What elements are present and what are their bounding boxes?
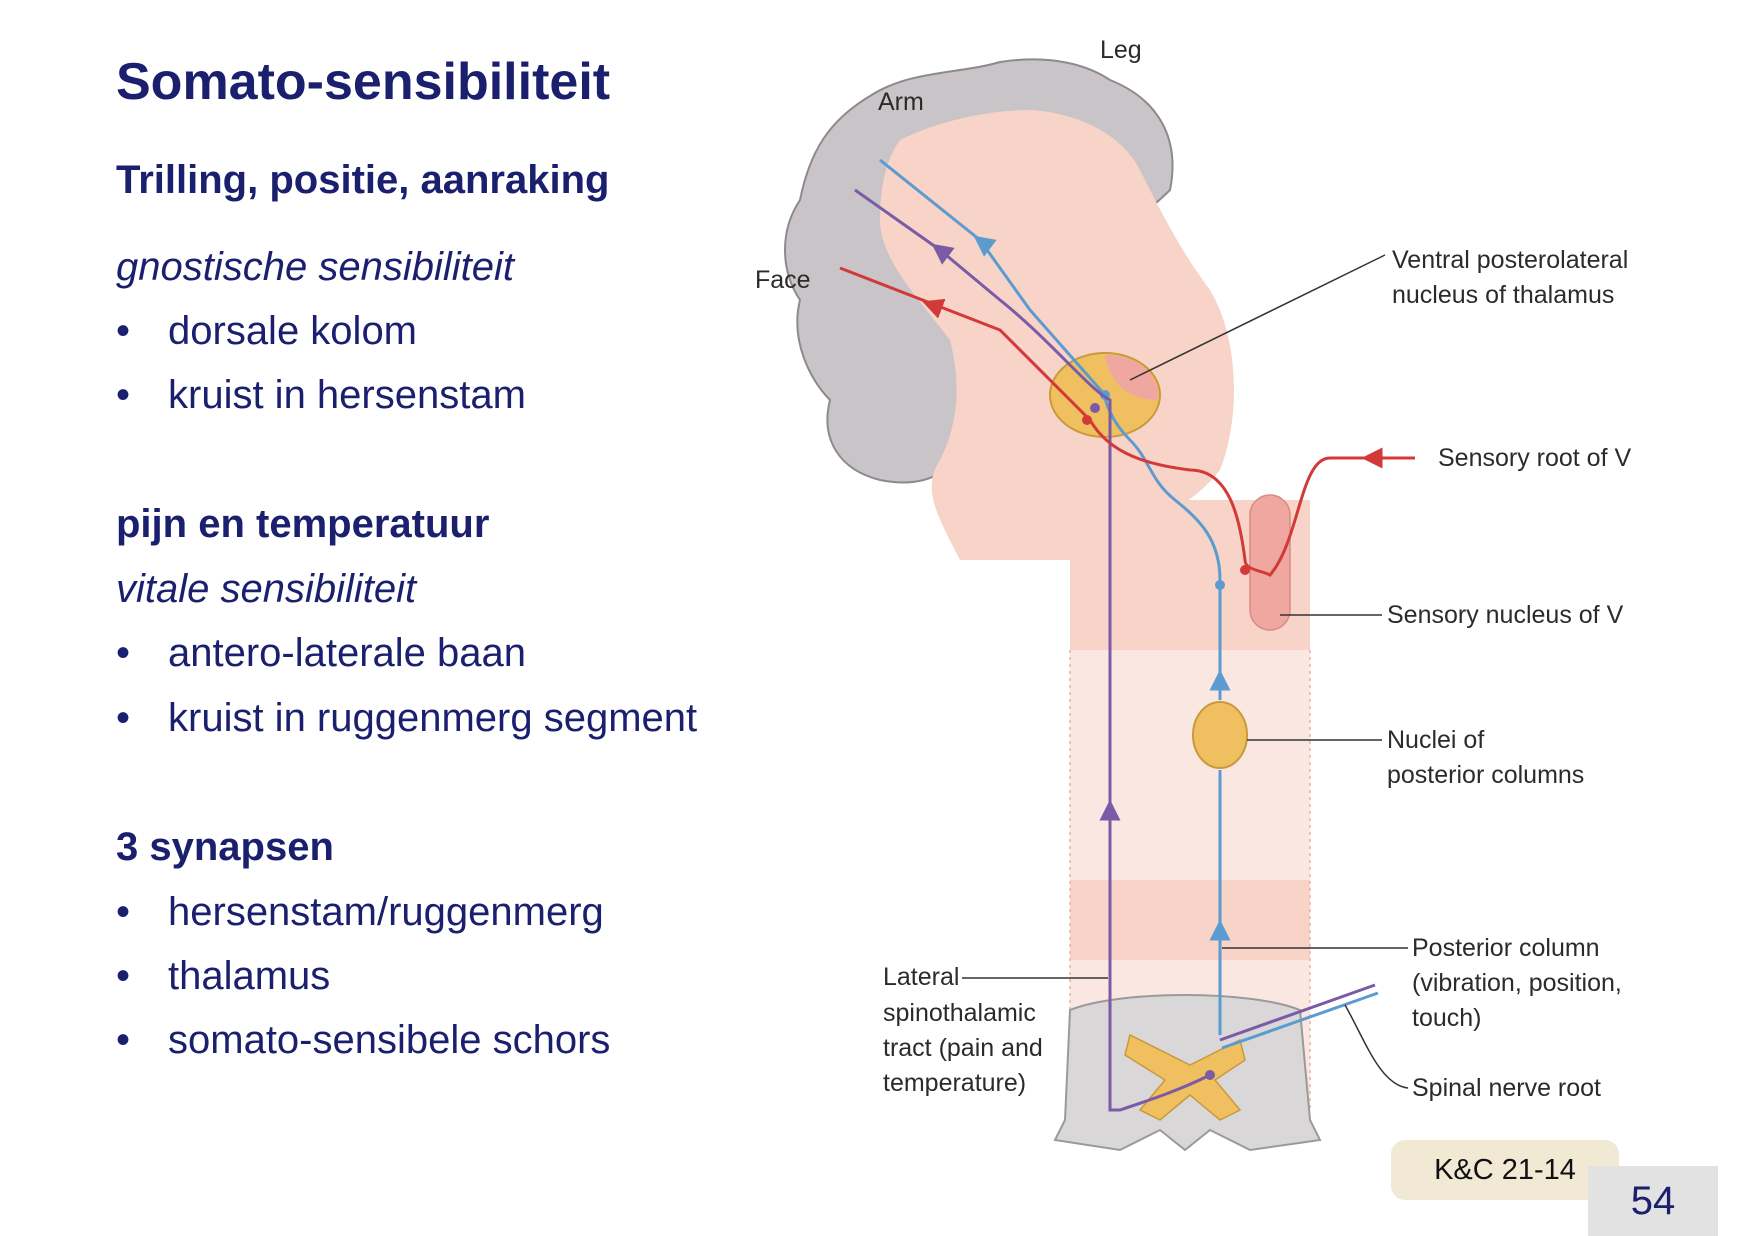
bullet-symbol: • [116,309,131,353]
bullet-item: • hersenstam/ruggenmerg [116,890,604,935]
reference-badge: K&C 21-14 [1391,1140,1619,1200]
bullet-symbol: • [116,954,131,998]
label-lateral-line4: temperature) [883,1069,1026,1097]
bullet-text: kruist in ruggenmerg segment [168,696,698,740]
label-lateral-line1: Lateral [883,963,959,991]
bullet-text: kruist in hersenstam [168,373,526,417]
bullet-item: • kruist in ruggenmerg segment [116,696,697,741]
spinothalamic-pathway [854,188,1211,1112]
bullet-symbol: • [116,890,131,934]
slide-title: Somato-sensibiliteit [116,53,611,111]
spinal-cord-upper [1070,650,1310,880]
bullet-text: thalamus [168,954,331,998]
bullet-symbol: • [116,1018,131,1062]
label-posterior-line3: touch) [1412,1004,1481,1032]
section-heading-synapses: 3 synapsen [116,825,334,869]
bullet-text: antero-laterale baan [168,631,527,675]
label-nuclei-line1: Nuclei of [1387,726,1484,754]
label-nuclei-line2: posterior columns [1387,761,1584,789]
label-vpl-line2: nucleus of thalamus [1392,281,1614,309]
trigeminal-pathway [839,266,1415,577]
label-posterior-line2: (vibration, position, [1412,969,1622,997]
section-heading-vital: pijn en temperatuur [116,502,490,546]
bullet-item: • somato-sensibele schors [116,1018,610,1063]
bullet-symbol: • [116,373,131,417]
label-leg: Leg [1100,36,1142,64]
label-vpl-line1: Ventral posterolateral [1392,246,1628,274]
bullet-symbol: • [116,631,131,675]
bullet-item: • kruist in hersenstam [116,373,526,418]
label-sensory-root: Sensory root of V [1438,444,1631,472]
section-subheading-gnostic: gnostische sensibiliteit [116,245,514,289]
bullet-item: • antero-laterale baan [116,631,526,676]
bullet-item: • thalamus [116,954,330,999]
section-subheading-vital: vitale sensibiliteit [116,567,417,611]
bullet-text: somato-sensibele schors [168,1018,611,1062]
label-lateral-line3: tract (pain and [883,1034,1043,1062]
posterior-column-nucleus [1192,701,1248,769]
section-heading-gnostic: Trilling, positie, aanraking [116,158,610,202]
label-posterior-line1: Posterior column [1412,934,1600,962]
label-sensory-nucleus: Sensory nucleus of V [1387,601,1624,629]
bullet-text: dorsale kolom [168,309,418,353]
label-arm: Arm [878,88,924,116]
spinal-nerve-root [1219,983,1376,1042]
sensory-nucleus-v [1249,494,1291,631]
label-face: Face [755,266,811,294]
bullet-item: • dorsale kolom [116,309,417,354]
bullet-text: hersenstam/ruggenmerg [168,890,604,934]
somatosensory-pathway-diagram: Leg Arm Face Ventral posterolateral nucl… [755,36,1631,1152]
label-lateral-line2: spinothalamic [883,999,1036,1027]
posterior-column-pathway [879,158,1222,1035]
page-number: 54 [1588,1166,1718,1236]
label-spinal-root: Spinal nerve root [1412,1074,1601,1102]
brain-interior [880,110,1234,560]
bullet-symbol: • [116,696,131,740]
